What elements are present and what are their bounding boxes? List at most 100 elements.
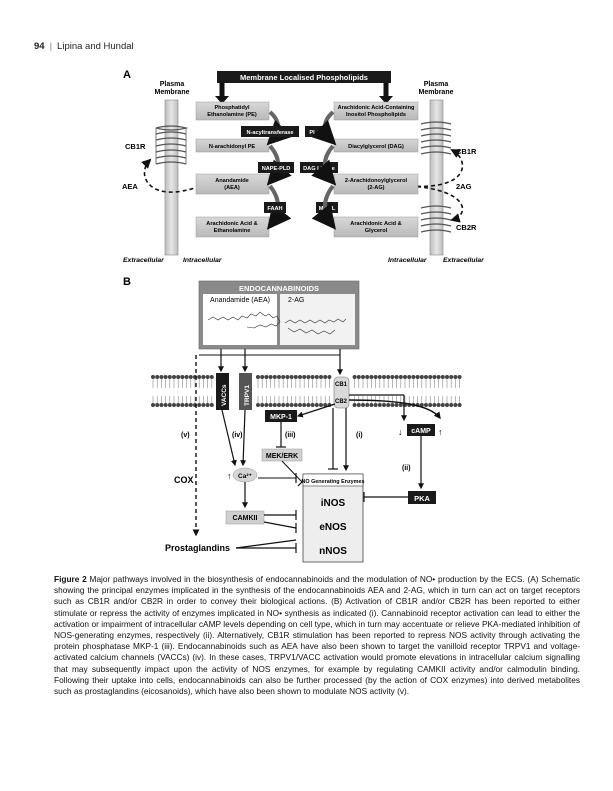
lipid-head xyxy=(432,375,437,379)
lipid-head xyxy=(264,403,269,407)
2ag-label: 2-AG xyxy=(288,297,304,304)
lipid-head xyxy=(369,403,374,407)
lipid-head xyxy=(365,403,370,407)
lipid-head xyxy=(323,375,328,379)
label-i: (i) xyxy=(356,432,363,439)
lipid-head xyxy=(289,403,294,407)
lipid-head xyxy=(293,375,298,379)
box-pe xyxy=(195,101,270,121)
lipid-head xyxy=(302,375,307,379)
lipid-head xyxy=(163,375,168,379)
enzyme-n-acyltransferase-text: N-acyltransferase xyxy=(247,130,294,136)
lipid-head xyxy=(209,403,214,407)
vaccs-channel xyxy=(216,373,229,410)
lipid-head xyxy=(445,403,449,407)
nos-header-text: NO Generating Enzymes xyxy=(302,479,365,485)
2ag-structure xyxy=(284,318,347,324)
lipid-head xyxy=(188,375,193,379)
nnos-label: nNOS xyxy=(319,546,347,557)
left-receptor-label: CB1R xyxy=(125,142,146,151)
page-number: 94 xyxy=(34,41,45,52)
lipid-head xyxy=(289,375,294,379)
box-napes xyxy=(195,138,270,153)
lipid-head xyxy=(256,403,260,407)
lipid-head xyxy=(285,375,290,379)
lipid-head xyxy=(424,375,428,379)
lipid-head xyxy=(298,375,302,379)
panel-b-label: B xyxy=(123,276,131,288)
panel-a: A Membrane Localised Phospholipids Plasm… xyxy=(122,69,484,264)
lipid-head xyxy=(382,375,386,379)
lipid-head xyxy=(319,403,323,407)
lipid-head xyxy=(159,375,164,379)
label-iii: (iii) xyxy=(285,432,296,439)
nos-box xyxy=(302,473,364,563)
enzyme-nape-pld-text: NAPE-PLD xyxy=(262,166,291,172)
endocannabinoids-title: ENDOCANNABINOIDS xyxy=(239,284,319,293)
label-intracellular-left: Intracellular xyxy=(183,257,222,264)
lipid-head xyxy=(314,403,319,407)
lipid-head xyxy=(281,403,286,407)
lipid-head xyxy=(281,375,286,379)
lipid-head xyxy=(453,403,458,407)
box-aea xyxy=(195,173,270,195)
lipid-head xyxy=(151,375,155,379)
lipid-head xyxy=(382,403,386,407)
lipid-head xyxy=(159,403,164,407)
lipid-head xyxy=(184,375,189,379)
lipid-head xyxy=(419,375,424,379)
box-aa-glycerol xyxy=(333,216,419,238)
panel-a-label: A xyxy=(123,69,131,81)
enzyme-dag-lipase-text: DAG Lipase xyxy=(303,166,335,172)
box-2ag-text: 2-Arachidonoylglycerol(2-AG) xyxy=(345,178,408,191)
box-inositol xyxy=(333,101,419,121)
lipid-head xyxy=(386,403,391,407)
lipid-head xyxy=(188,403,193,407)
lipid-head xyxy=(377,375,382,379)
header-authors: Lipina and Hundal xyxy=(57,41,134,52)
lipid-head xyxy=(356,375,361,379)
lipid-head xyxy=(390,403,395,407)
trpv1-channel xyxy=(239,373,252,410)
lipid-head xyxy=(327,375,332,379)
lipid-head xyxy=(440,403,445,407)
enzyme-n-acyltransferase xyxy=(241,126,299,137)
right-receptor-top-label: CB1R xyxy=(456,147,477,156)
ca-up-arrow: ↑ xyxy=(227,471,232,481)
lipid-head xyxy=(377,403,382,407)
figure-caption: Figure 2 Major pathways involved in the … xyxy=(54,574,580,697)
lipid-head xyxy=(445,375,449,379)
lipid-head xyxy=(167,375,172,379)
lipid-head xyxy=(302,403,307,407)
pka-label: PKA xyxy=(414,494,430,503)
lipid-head xyxy=(419,403,424,407)
running-header: 94 | Lipina and Hundal xyxy=(34,41,134,52)
enzyme-nape-pld xyxy=(258,162,294,173)
label-ii: (ii) xyxy=(402,465,411,472)
box-dag xyxy=(333,138,419,153)
right-ligand-label: 2AG xyxy=(456,182,472,191)
lipid-head xyxy=(373,403,378,407)
lipid-head xyxy=(407,375,412,379)
lipid-head xyxy=(201,375,206,379)
lipid-head xyxy=(306,403,311,407)
lipid-head xyxy=(314,375,319,379)
lipid-head xyxy=(361,403,365,407)
camp-label: cAMP xyxy=(411,428,431,435)
2ag-to-cb1r-arrow xyxy=(409,149,464,188)
lipid-head xyxy=(398,403,403,407)
header-separator: | xyxy=(49,41,53,52)
enos-label: eNOS xyxy=(319,522,347,533)
lipid-head xyxy=(386,375,391,379)
inos-label: iNOS xyxy=(321,498,346,509)
lipid-head xyxy=(264,375,269,379)
lipid-head xyxy=(432,403,437,407)
camp-down-arrow: ↓ xyxy=(398,427,403,437)
figure-2: A Membrane Localised Phospholipids Plasm… xyxy=(122,69,484,563)
lipid-head xyxy=(180,403,185,407)
lipid-head xyxy=(155,403,160,407)
right-receptor-bottom-label: CB2R xyxy=(456,223,477,232)
enzyme-faah-text: FAAH xyxy=(267,206,282,212)
